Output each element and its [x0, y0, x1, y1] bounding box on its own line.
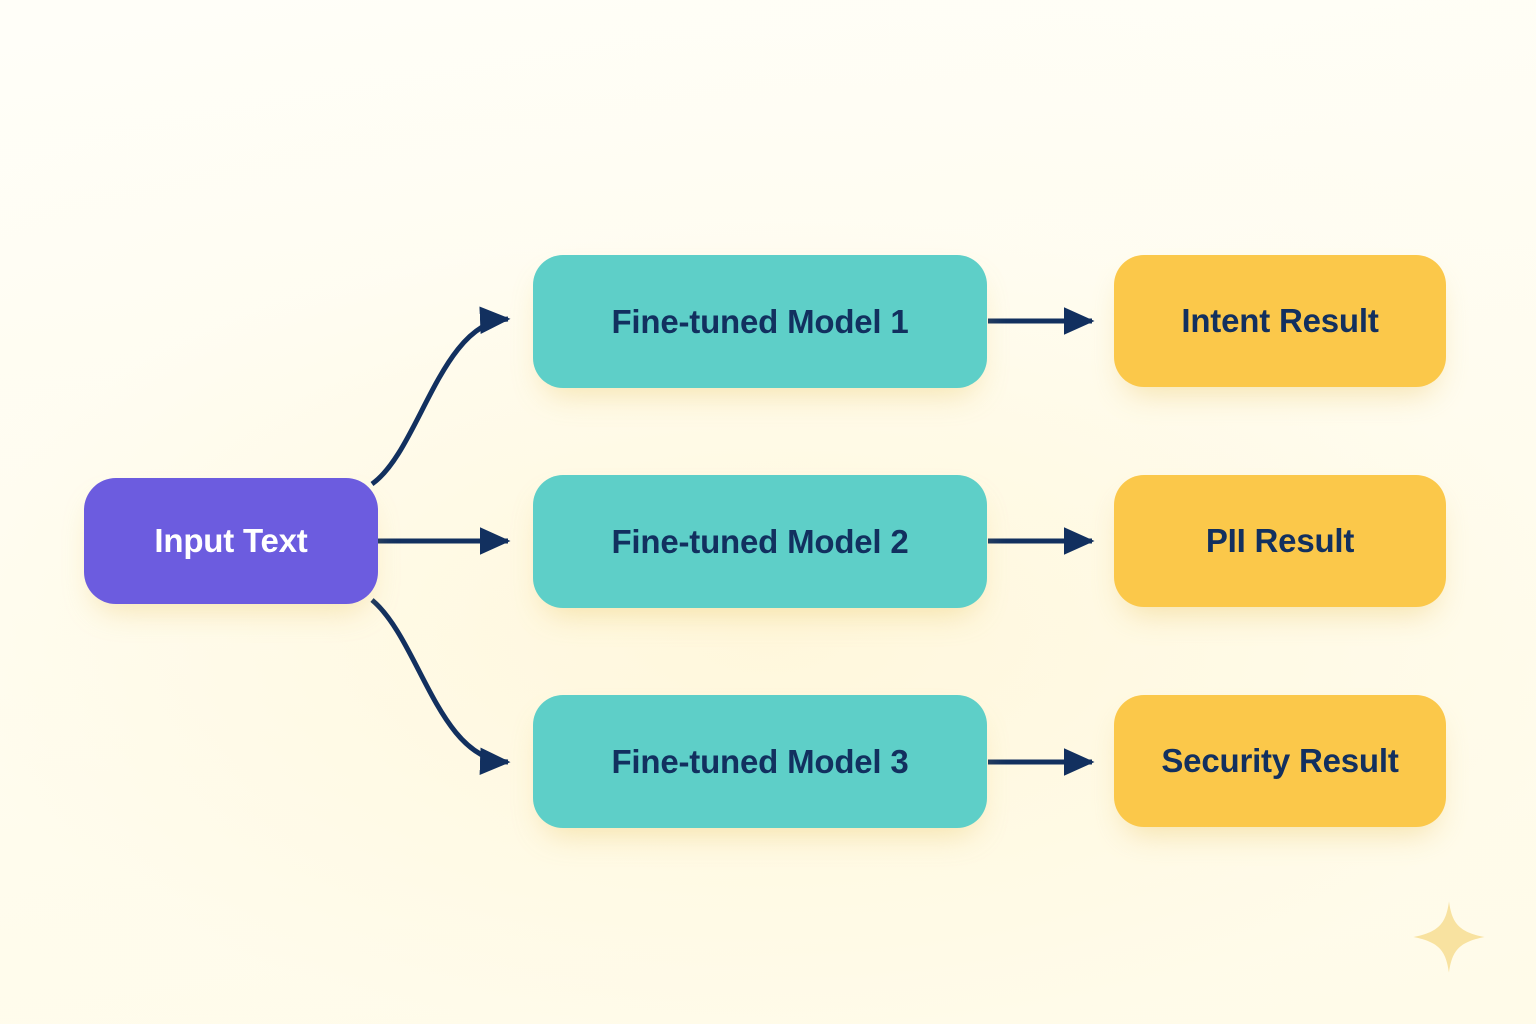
node-input-text-label: Input Text	[154, 522, 308, 559]
node-fine-tuned-model-2[interactable]: Fine-tuned Model 2	[533, 475, 987, 608]
node-security-result-label: Security Result	[1161, 742, 1399, 779]
node-fine-tuned-model-3[interactable]: Fine-tuned Model 3	[533, 695, 987, 828]
node-input-text[interactable]: Input Text	[84, 478, 378, 604]
node-pii-result[interactable]: PII Result	[1114, 475, 1446, 607]
node-fine-tuned-model-1[interactable]: Fine-tuned Model 1	[533, 255, 987, 388]
edge-input-to-model-3	[370, 598, 511, 775]
node-intent-result-label: Intent Result	[1181, 302, 1379, 339]
node-fine-tuned-model-2-label: Fine-tuned Model 2	[611, 522, 909, 560]
node-security-result[interactable]: Security Result	[1114, 695, 1446, 827]
node-fine-tuned-model-3-label: Fine-tuned Model 3	[611, 742, 909, 780]
sparkle-icon	[1413, 901, 1485, 973]
edge-input-to-model-1	[370, 306, 511, 487]
node-fine-tuned-model-1-label: Fine-tuned Model 1	[611, 302, 909, 340]
node-pii-result-label: PII Result	[1205, 522, 1355, 559]
node-intent-result[interactable]: Intent Result	[1114, 255, 1446, 387]
